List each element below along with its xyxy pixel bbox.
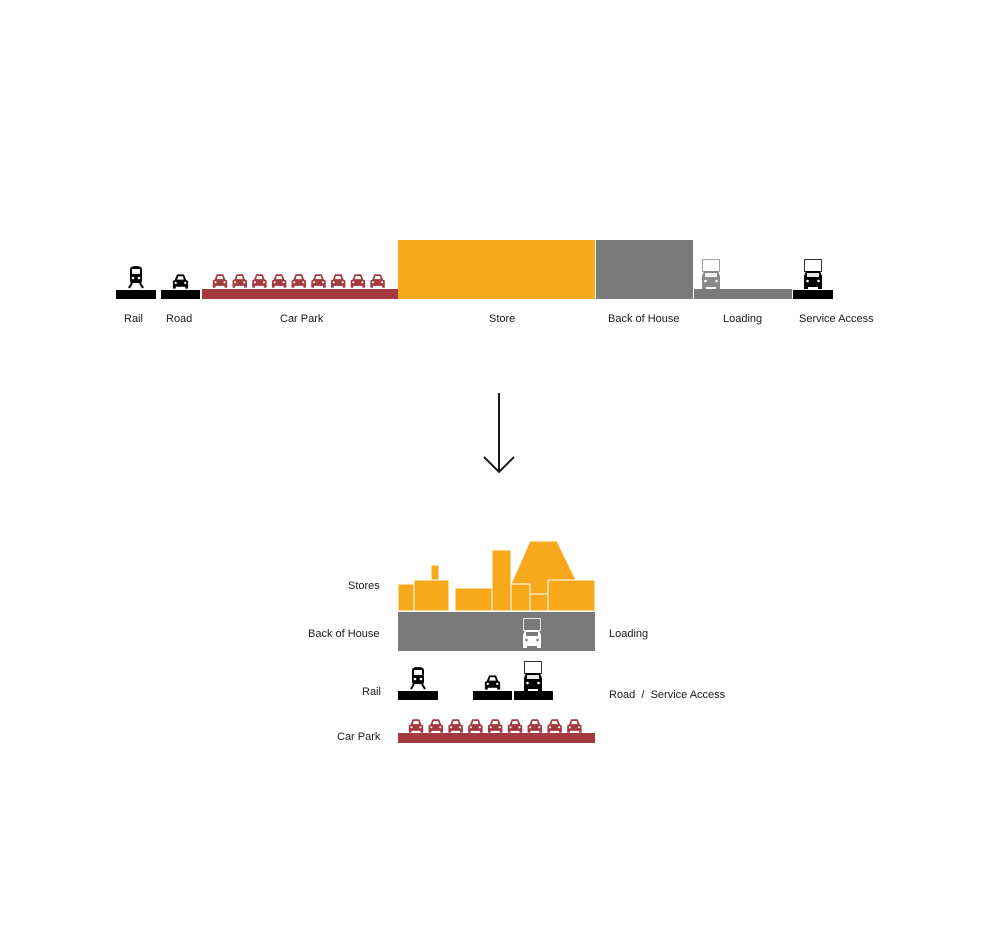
road-platform <box>473 691 512 700</box>
car-park-bar <box>202 289 398 299</box>
label-car-park: Car Park <box>280 313 324 325</box>
car-icon <box>484 675 501 690</box>
top-section <box>116 240 833 299</box>
car-icon <box>428 719 443 733</box>
car-icon <box>468 719 483 733</box>
label-loading: Loading <box>609 628 649 640</box>
car-park-bar <box>398 733 595 743</box>
rail-platform <box>116 290 156 299</box>
label-road-service-access: Road / Service Access <box>609 689 726 701</box>
truck-icon <box>523 661 543 691</box>
rail-platform <box>398 691 438 700</box>
car-icon <box>172 274 189 289</box>
road-platform <box>161 290 200 299</box>
store-block <box>398 240 595 299</box>
car-icon <box>212 274 228 288</box>
car-park-cars <box>212 274 385 288</box>
service-access-platform <box>793 290 833 299</box>
car-icon <box>448 719 463 733</box>
label-car-park: Car Park <box>337 731 381 743</box>
car-icon <box>350 274 366 288</box>
car-icon <box>488 719 503 733</box>
car-icon <box>232 274 247 288</box>
label-store: Store <box>489 313 516 325</box>
back-of-house-loading-block <box>398 612 595 651</box>
train-icon <box>410 666 426 690</box>
label-stores: Stores <box>348 580 380 592</box>
label-loading: Loading <box>723 313 763 325</box>
back-of-house-block <box>596 240 693 299</box>
car-icon <box>527 719 542 733</box>
label-back-of-house: Back of House <box>308 628 380 640</box>
car-icon <box>252 274 267 288</box>
label-service-access: Service Access <box>799 313 874 325</box>
car-icon <box>271 274 287 288</box>
car-icon <box>507 719 523 733</box>
car-icon <box>547 719 562 733</box>
truck-icon <box>803 259 823 289</box>
loading-bar <box>694 289 792 299</box>
car-icon <box>408 719 424 733</box>
bottom-section <box>397 540 596 743</box>
car-park-cars <box>408 719 582 733</box>
car-icon <box>567 719 582 733</box>
stores-skyline <box>397 540 596 612</box>
label-rail: Rail <box>362 686 381 698</box>
arrow-down-icon <box>483 393 515 474</box>
truck-icon <box>701 259 721 289</box>
label-rail: Rail <box>124 313 143 325</box>
service-access-platform <box>514 691 553 700</box>
car-icon <box>291 274 306 288</box>
train-icon <box>128 265 144 289</box>
car-icon <box>331 274 346 288</box>
car-icon <box>370 274 385 288</box>
car-icon <box>311 274 326 288</box>
label-back-of-house: Back of House <box>608 313 680 325</box>
label-road: Road <box>166 313 193 325</box>
